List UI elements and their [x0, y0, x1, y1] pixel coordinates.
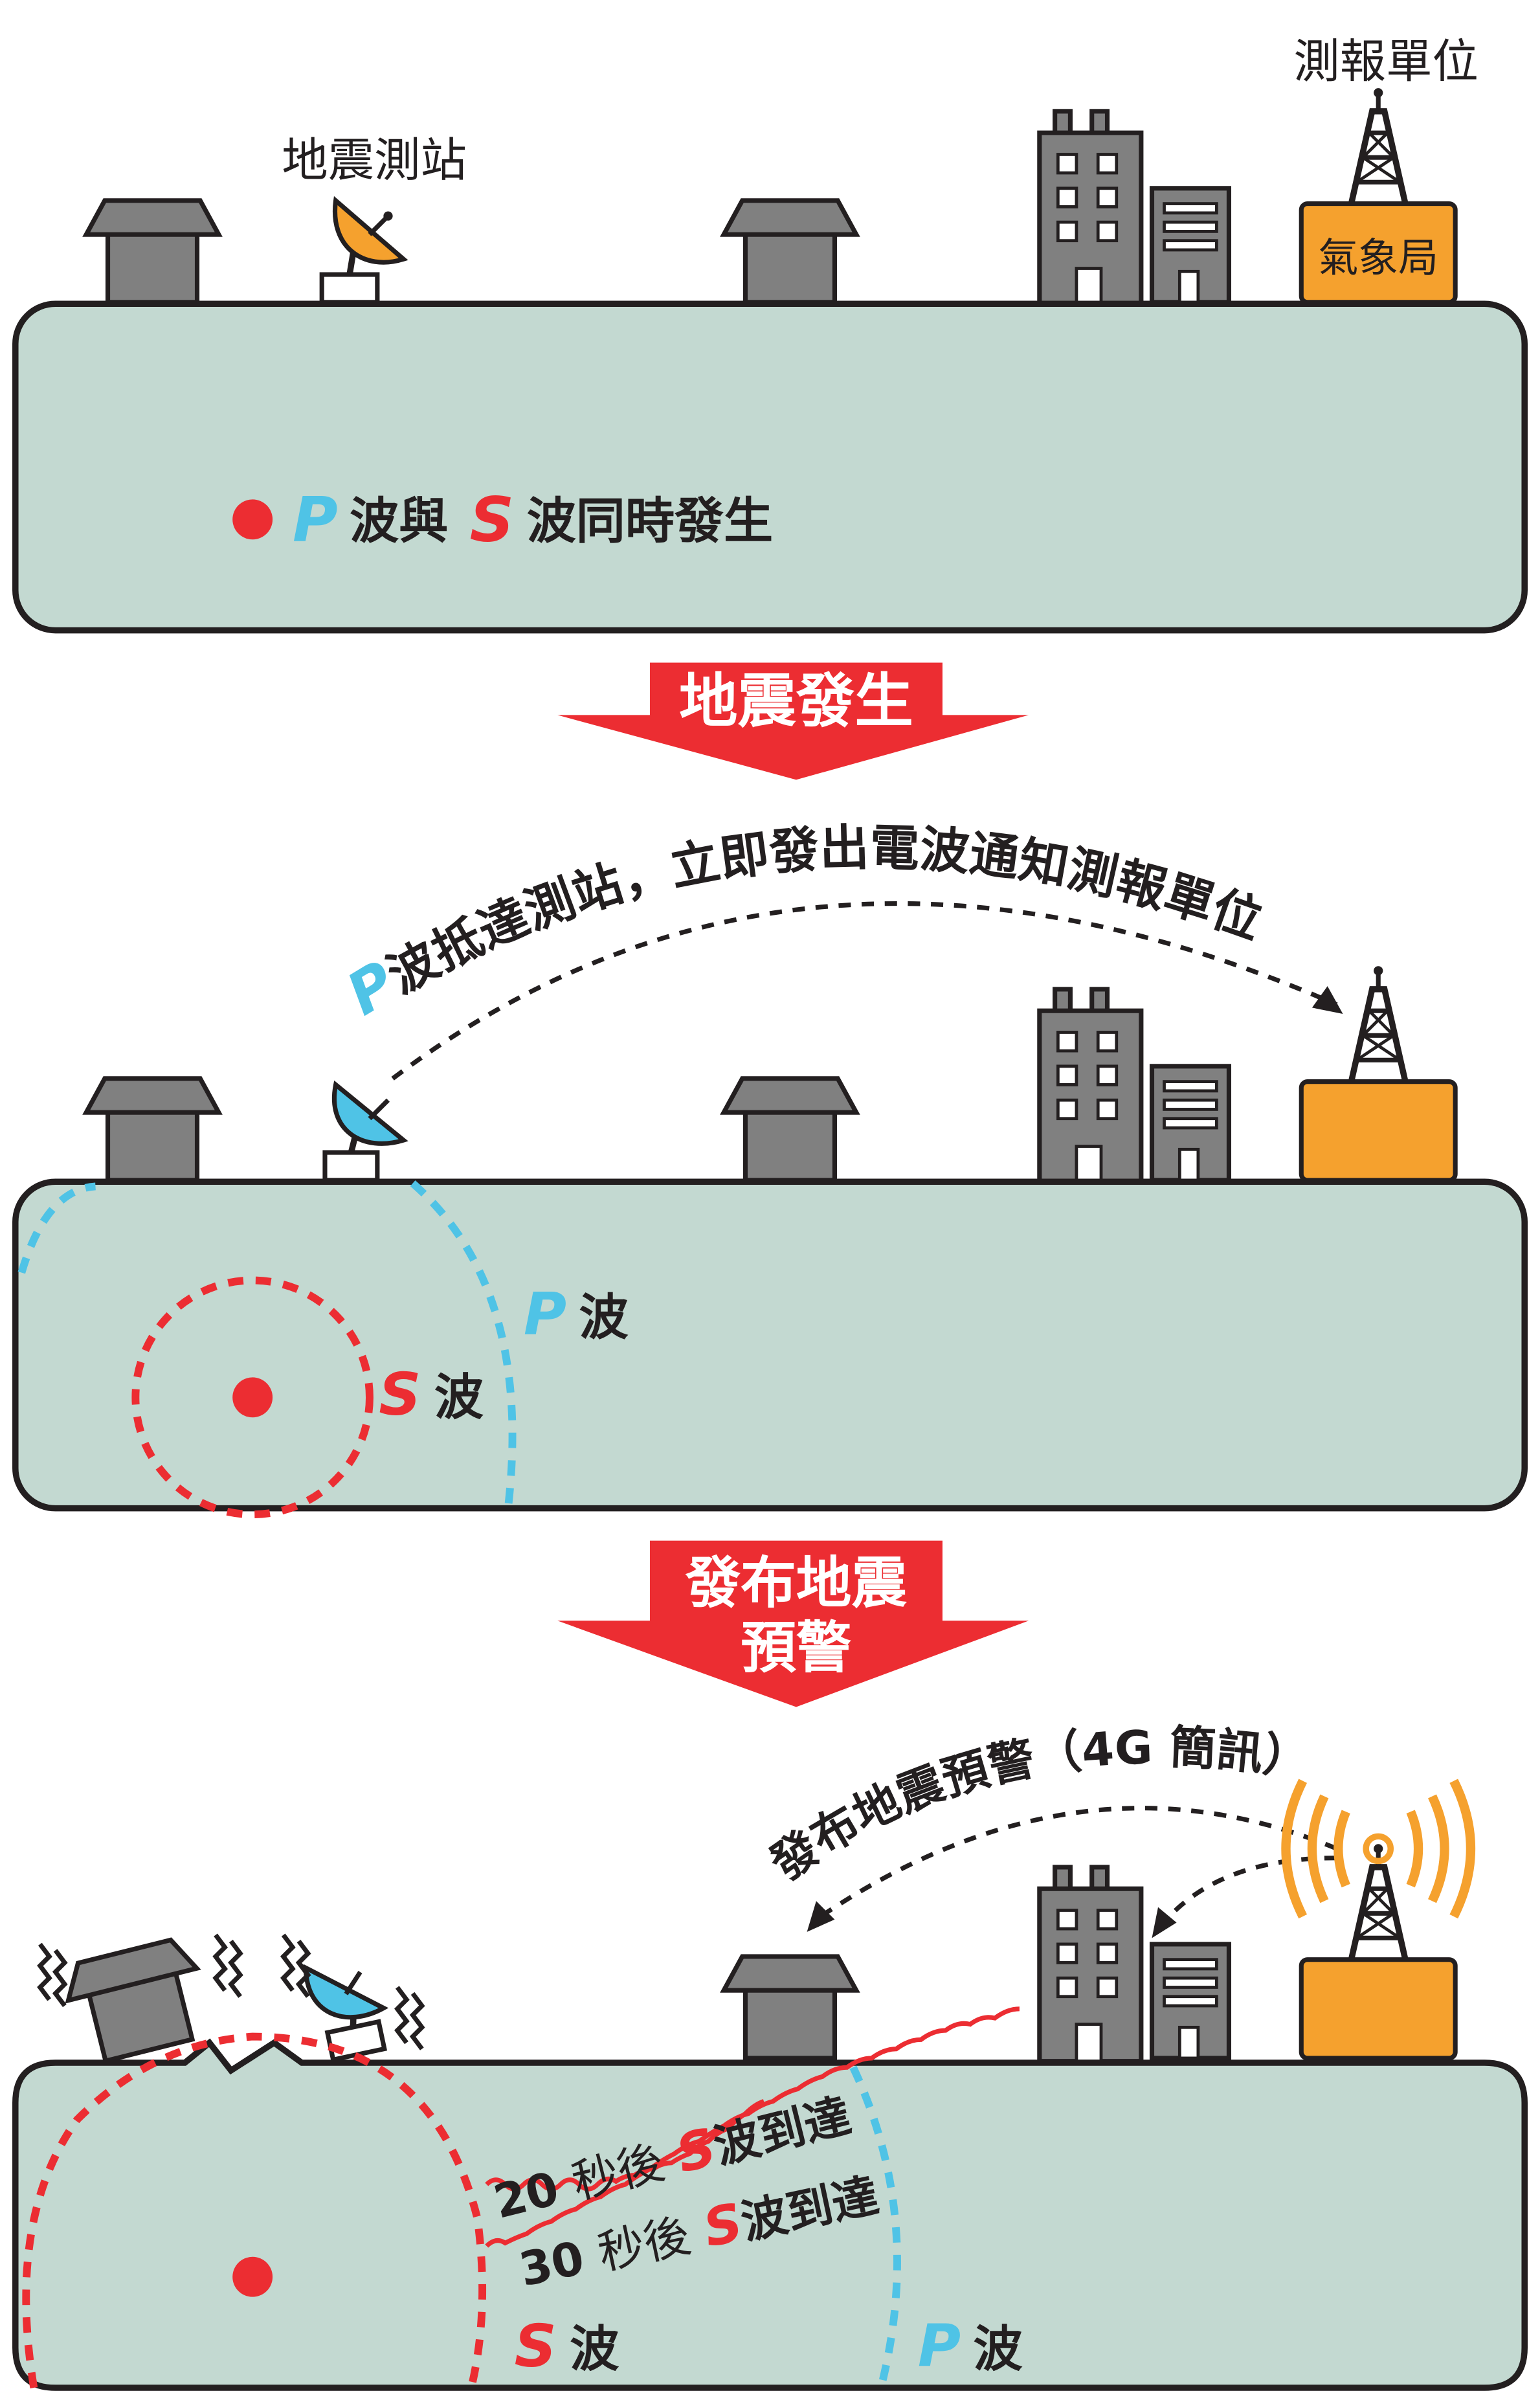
- p-wave-letter: P: [524, 1281, 566, 1349]
- transition-arrow-1: 地震發生: [557, 662, 1029, 780]
- s-wave-front: [131, 1276, 374, 1519]
- panel-2: P波抵達測站，立即發出電波通知測報單位 P 波 S 波: [12, 818, 1528, 1519]
- satellite-dish-icon: [322, 1080, 408, 1183]
- broadcast-signal-icon: [1281, 1779, 1476, 1919]
- caption-end: 波同時發生: [527, 492, 774, 550]
- annex-building-icon: [1152, 1066, 1229, 1180]
- shaking-lines-icon: [216, 1935, 240, 1997]
- house-icon: [724, 201, 856, 302]
- p-wave-front: [849, 2065, 901, 2389]
- radio-tower-icon: [1350, 88, 1406, 207]
- transition-arrow-2: 發布地震 預警: [557, 1540, 1029, 1707]
- notify-message: 波抵達測站，立即發出電波通知測報單位: [378, 818, 1270, 1004]
- radio-tower-icon: [1350, 966, 1406, 1084]
- station-label: 地震測站: [282, 133, 466, 187]
- office-building-icon: [1040, 989, 1141, 1184]
- warning-arrow-left: [814, 1806, 1338, 1922]
- shaking-lines-icon: [40, 1944, 65, 2006]
- warning-message: 發布地震預警（4G 簡訊）: [760, 1720, 1313, 1891]
- caption-mid: 波與: [350, 492, 448, 550]
- svg-text:發布地震預警（4G 簡訊）: 發布地震預警（4G 簡訊）: [760, 1720, 1313, 1891]
- s-wave-path-20s: [485, 2099, 765, 2192]
- s-wave-word: 波: [434, 1368, 484, 1426]
- annex-building-icon: [1152, 1944, 1229, 2058]
- warning-arrow-right: [1159, 1856, 1337, 1927]
- panel-3: 發布地震預警（4G 簡訊）: [12, 1720, 1528, 2391]
- office-building-icon: [1040, 111, 1141, 306]
- s-wave-word: 波: [570, 2320, 619, 2378]
- p-wave-word: 波: [974, 2320, 1023, 2378]
- arrow-1-label: 地震發生: [679, 668, 913, 735]
- weather-bureau: 氣象局: [1301, 204, 1455, 302]
- s-letter: S: [470, 485, 515, 556]
- ground-panel-3: [12, 2038, 1528, 2391]
- weather-bureau: [1301, 1082, 1455, 1180]
- ground-panel-2: [12, 1178, 1528, 1512]
- s-wave-letter: S: [515, 2313, 557, 2381]
- svg-text:P波抵達測站，立即發出電波通知測報單位: P波抵達測站，立即發出電波通知測報單位: [335, 818, 1269, 1029]
- shaking-lines-icon: [397, 1987, 422, 2048]
- annex-building-icon: [1152, 188, 1229, 302]
- p-wave-word: 波: [579, 1288, 629, 1346]
- weather-bureau: [1301, 1960, 1455, 2058]
- s-wave-path-30s: [485, 2006, 1020, 2248]
- panel-1: 地震測站 測報單位 氣象局 P 波與 S 波同時發生: [12, 35, 1528, 634]
- house-icon: [724, 1957, 856, 2058]
- epicenter-dot-icon: [232, 499, 273, 540]
- shaking-house-icon: [60, 1935, 214, 2066]
- house-icon: [724, 1079, 856, 1180]
- satellite-dish-icon: [303, 1964, 389, 2063]
- arrow-2-line-1: 發布地震: [685, 1552, 908, 1616]
- bureau-label: 測報單位: [1293, 35, 1478, 89]
- s-wave-letter: S: [379, 1360, 421, 1428]
- notify-arrow: [391, 901, 1338, 1081]
- satellite-dish-icon: [319, 196, 408, 305]
- p-wave-front: [17, 1180, 517, 1507]
- house-icon: [86, 1079, 219, 1180]
- arrow-2-line-2: 預警: [741, 1617, 851, 1681]
- house-icon: [86, 201, 219, 302]
- epicenter-dot-icon: [232, 1377, 273, 1418]
- epicenter-dot-icon: [232, 2256, 273, 2297]
- office-building-icon: [1040, 1867, 1141, 2061]
- ground-panel-1: [12, 300, 1528, 634]
- p-letter: P: [293, 485, 338, 556]
- bureau-sign: 氣象局: [1318, 234, 1438, 281]
- s-wave-front: [22, 2032, 487, 2389]
- arrival-30s-number: 30: [515, 2231, 588, 2297]
- p-wave-letter: P: [918, 2313, 961, 2381]
